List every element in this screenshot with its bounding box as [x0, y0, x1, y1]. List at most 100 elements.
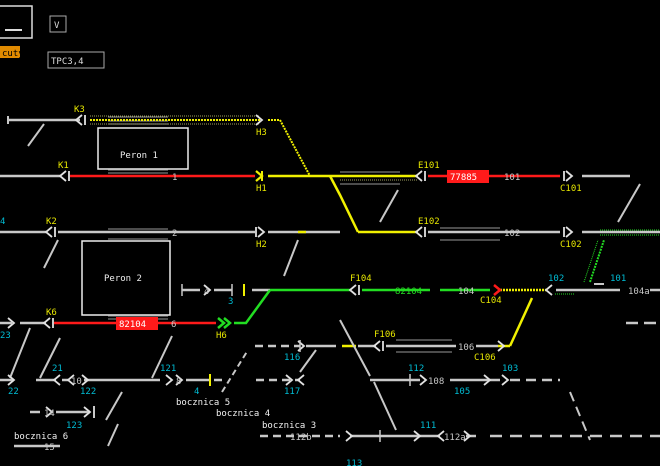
label-k2: K2 [46, 217, 57, 227]
train-77885-label: 77885 [450, 173, 477, 183]
label-bocznica-3: bocznica 3 [262, 421, 316, 431]
signal-117-icon[interactable] [285, 374, 294, 386]
signal-8-icon[interactable] [175, 374, 184, 386]
signal-c104-icon[interactable] [493, 284, 502, 296]
signal-c106-icon[interactable] [497, 340, 506, 352]
signal-103-icon[interactable] [501, 374, 510, 386]
label-switch-123: 123 [66, 421, 82, 431]
signal-121-icon[interactable] [165, 374, 174, 386]
signal-f106-icon[interactable] [372, 340, 381, 352]
signal-k2-icon[interactable] [44, 226, 53, 238]
menu-box[interactable] [0, 5, 33, 39]
label-switch-103: 103 [502, 364, 518, 374]
signal-117b-icon[interactable] [296, 374, 305, 386]
signal-21-icon[interactable] [52, 374, 61, 386]
platform-1 [97, 127, 189, 170]
diag-k3 [27, 123, 45, 147]
label-track-10: 10 [71, 377, 82, 387]
orange-badge-label: cuty [2, 49, 24, 59]
signal-112a-icon[interactable] [436, 430, 445, 442]
train-82104-box-a[interactable] [116, 317, 158, 330]
signal-f104-icon[interactable] [348, 284, 357, 296]
switch-diag-c106[interactable] [508, 297, 534, 347]
diag-bocznica5 [221, 349, 249, 393]
v-button[interactable] [49, 15, 67, 33]
label-switch-117: 117 [284, 387, 300, 397]
label-track-6: 6 [171, 320, 176, 330]
label-track-4: 4 [204, 287, 209, 297]
label-track-8: 8 [176, 377, 181, 387]
signal-23-icon[interactable] [7, 317, 16, 329]
diag-123 [105, 391, 123, 421]
diag-21 [39, 337, 61, 379]
signal-3-icon[interactable] [203, 284, 212, 296]
label-bocznica-4: bocznica 4 [216, 409, 270, 419]
signal-112a-right-icon[interactable] [463, 430, 472, 442]
diag-e101 [379, 189, 399, 223]
platform-2 [81, 240, 171, 316]
signal-14-icon[interactable] [83, 406, 92, 418]
label-bocznica-5: bocznica 5 [176, 398, 230, 408]
label-track-101: 101 [504, 173, 520, 183]
signal-112b-icon[interactable] [345, 430, 354, 442]
signal-108-icon[interactable] [419, 374, 428, 386]
train-77885-box[interactable] [447, 170, 489, 183]
label-switch-111: 111 [420, 421, 436, 431]
label-h6: H6 [216, 331, 227, 341]
label-switch-23: 23 [0, 331, 11, 341]
label-track-2: 2 [172, 229, 177, 239]
signal-h6-icon[interactable] [217, 317, 226, 329]
signal-111-icon[interactable] [413, 430, 422, 442]
signal-h3-icon[interactable] [255, 114, 264, 126]
signal-k3-icon[interactable] [74, 114, 83, 126]
label-f104: F104 [350, 274, 372, 284]
signal-105-icon[interactable] [483, 374, 492, 386]
signal-123-icon[interactable] [45, 406, 54, 418]
platform-1-label: Peron 1 [120, 151, 158, 161]
diag-bocznica6 [107, 423, 119, 447]
label-track-102: 102 [504, 229, 520, 239]
signal-e102-icon[interactable] [414, 226, 423, 238]
label-switch-22: 22 [8, 387, 19, 397]
switch-diag-yellow[interactable] [328, 175, 360, 233]
tpc-button-label: TPC3,4 [51, 57, 84, 67]
diag-103 [569, 391, 591, 441]
diag-111 [373, 381, 397, 431]
label-track-112a: 112a [444, 433, 466, 443]
label-switch-105: 105 [454, 387, 470, 397]
signal-c102-icon[interactable] [565, 226, 574, 238]
label-switch-122: 122 [80, 387, 96, 397]
diag-117 [299, 349, 317, 373]
label-track-104: 104 [458, 287, 474, 297]
signal-k1-icon[interactable] [58, 170, 67, 182]
signal-h6-icon2 [223, 317, 232, 329]
signal-22-icon[interactable] [7, 374, 16, 386]
label-k6: K6 [46, 308, 57, 318]
label-track-112b: 112b [290, 433, 312, 443]
signal-e101-icon[interactable] [414, 170, 423, 182]
orange-badge [0, 46, 20, 58]
signal-c101-icon[interactable] [565, 170, 574, 182]
diag-c101-right [617, 183, 641, 223]
switch-diag-green[interactable] [234, 289, 272, 325]
diag-102-green[interactable] [589, 239, 605, 283]
label-switch-102: 102 [548, 274, 564, 284]
signal-122-icon[interactable] [81, 374, 90, 386]
signal-102-icon[interactable] [544, 284, 553, 296]
tpc-button[interactable] [47, 51, 105, 69]
train-82104-label-b[interactable]: 82104 [395, 287, 422, 297]
signal-10-icon[interactable] [66, 374, 75, 386]
label-track-14: 14 [44, 409, 55, 419]
label-c102: C102 [560, 240, 582, 250]
signal-k6-icon[interactable] [42, 317, 51, 329]
label-switch-4-left: 4 [0, 217, 5, 227]
diag-k2 [43, 239, 59, 269]
label-c106: C106 [474, 353, 496, 363]
signal-h2-icon[interactable] [257, 226, 266, 238]
label-switch-112: 112 [408, 364, 424, 374]
track-h3-diagonal[interactable] [268, 119, 311, 177]
diag-121 [151, 335, 173, 379]
label-switch-21: 21 [52, 364, 63, 374]
